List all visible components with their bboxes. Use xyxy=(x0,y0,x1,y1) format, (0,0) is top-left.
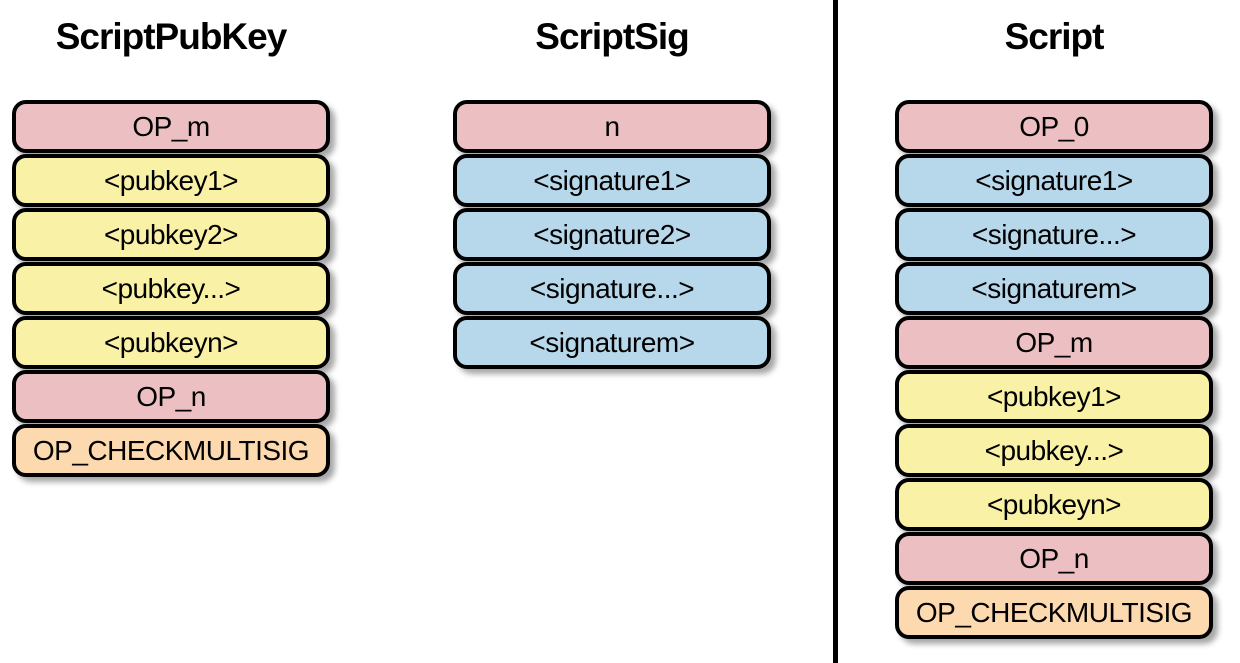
diagram-box: <pubkey2> xyxy=(12,208,330,261)
diagram-box: <pubkey1> xyxy=(12,154,330,207)
box-stack: OP_0 <signature1> <signature...> <signat… xyxy=(895,100,1213,640)
box-label: <signature2> xyxy=(533,218,691,250)
diagram-box: n xyxy=(453,100,771,153)
diagram-box: <signature...> xyxy=(453,262,771,315)
box-label: OP_n xyxy=(136,380,206,412)
diagram-box: <pubkey...> xyxy=(12,262,330,315)
box-label: OP_CHECKMULTISIG xyxy=(915,596,1193,628)
diagram-box: OP_0 xyxy=(895,100,1213,153)
diagram-box: OP_CHECKMULTISIG xyxy=(895,586,1213,639)
box-label: OP_n xyxy=(1019,542,1089,574)
diagram-box: <pubkeyn> xyxy=(895,478,1213,531)
box-label: OP_m xyxy=(132,110,210,142)
diagram-box: <signature...> xyxy=(895,208,1213,261)
diagram-box: OP_n xyxy=(12,370,330,423)
diagram-box: OP_m xyxy=(895,316,1213,369)
box-label: <pubkey...> xyxy=(101,272,241,304)
box-label: n xyxy=(604,110,620,142)
box-label: OP_m xyxy=(1015,326,1093,358)
box-stack: OP_m <pubkey1> <pubkey2> <pubkey...> <pu… xyxy=(12,100,330,478)
diagram-box: <signature1> xyxy=(895,154,1213,207)
box-label: OP_0 xyxy=(1019,110,1089,142)
box-label: <signature1> xyxy=(533,164,691,196)
diagram-box: <pubkey...> xyxy=(895,424,1213,477)
box-label: <pubkey1> xyxy=(103,164,239,196)
diagram-box: OP_CHECKMULTISIG xyxy=(12,424,330,477)
diagram-box: <pubkey1> xyxy=(895,370,1213,423)
diagram-box: <signaturem> xyxy=(895,262,1213,315)
column-title: Script xyxy=(1004,16,1105,57)
box-label: <pubkey1> xyxy=(986,380,1122,412)
column-title: ScriptPubKey xyxy=(55,16,288,57)
diagram-box: OP_n xyxy=(895,532,1213,585)
box-label: <pubkeyn> xyxy=(986,488,1122,520)
diagram-box: <signature1> xyxy=(453,154,771,207)
box-label: <signaturem> xyxy=(971,272,1137,304)
box-label: <pubkey2> xyxy=(103,218,239,250)
column-title: ScriptSig xyxy=(535,16,689,57)
box-label: <pubkeyn> xyxy=(103,326,239,358)
box-label: OP_CHECKMULTISIG xyxy=(32,434,310,466)
box-label: <signature...> xyxy=(529,272,695,304)
diagram-box: OP_m xyxy=(12,100,330,153)
vertical-divider xyxy=(833,0,838,663)
box-stack: n <signature1> <signature2> <signature..… xyxy=(453,100,771,370)
box-label: <signature...> xyxy=(971,218,1137,250)
diagram-box: <pubkeyn> xyxy=(12,316,330,369)
diagram-box: <signature2> xyxy=(453,208,771,261)
box-label: <signaturem> xyxy=(529,326,695,358)
box-label: <signature1> xyxy=(975,164,1133,196)
diagram-box: <signaturem> xyxy=(453,316,771,369)
box-label: <pubkey...> xyxy=(984,434,1124,466)
